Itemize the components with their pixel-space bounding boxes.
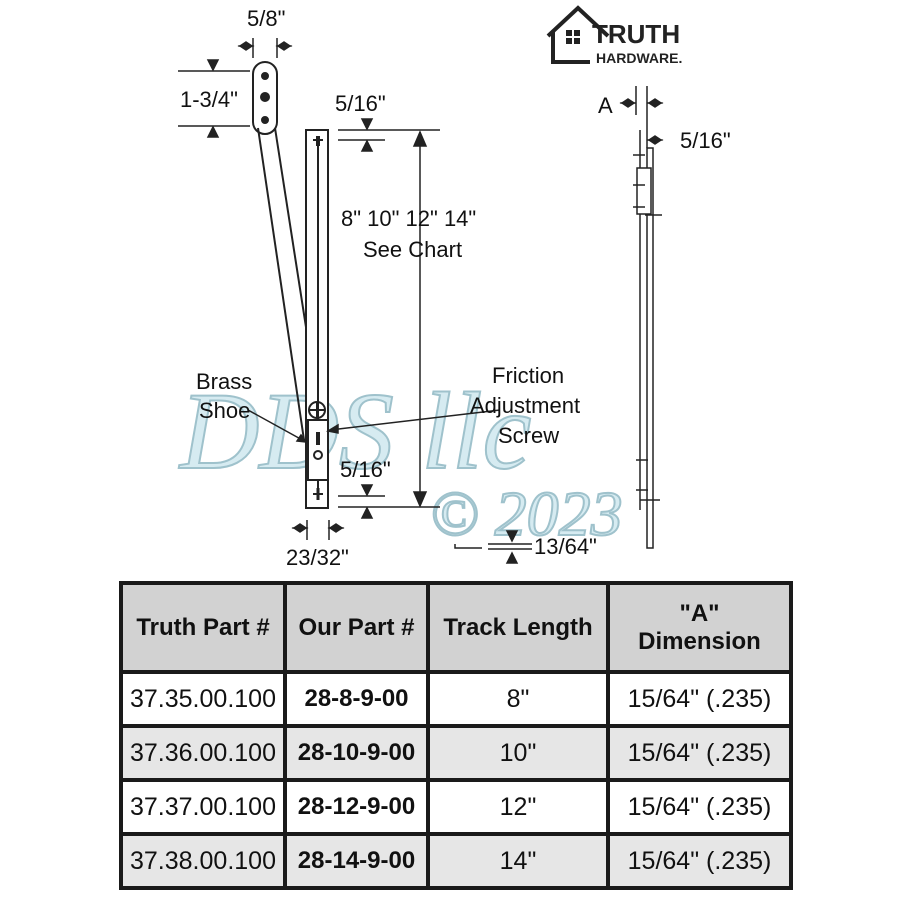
friction-label-2: Adjustment	[470, 393, 580, 418]
truth-part-cell: 37.37.00.100	[119, 778, 287, 837]
our-part-cell: 28-10-9-00	[283, 724, 430, 783]
table-header-row: Truth Part # Our Part # Track Length "A"…	[119, 580, 793, 675]
watermark: DDS llc © 2023	[177, 369, 624, 550]
a-dimension-cell: 15/64" (.235)	[606, 778, 793, 837]
logo-line2: HARDWARE.	[596, 50, 682, 66]
table-row: 37.38.00.100 28-14-9-00 14" 15/64" (.235…	[119, 832, 793, 890]
logo-line1: TRUTH	[592, 19, 680, 49]
our-part-cell: 28-8-9-00	[283, 670, 430, 729]
hinge-side-view	[454, 86, 664, 564]
truth-hardware-logo: TRUTH HARDWARE.	[546, 5, 682, 66]
friction-label-3: Screw	[498, 423, 559, 448]
truth-part-cell: 37.38.00.100	[119, 832, 287, 890]
header-track-length: Track Length	[426, 580, 610, 675]
table-row: 37.37.00.100 28-12-9-00 12" 15/64" (.235…	[119, 778, 793, 837]
truth-part-cell: 37.35.00.100	[119, 670, 287, 729]
side-offset-label: 5/16"	[680, 128, 731, 153]
diagram-labels: 5/8" 1-3/4" 5/16" 8" 10" 12" 14" See Cha…	[180, 6, 731, 570]
header-our-part: Our Part #	[283, 580, 430, 675]
table-row: 37.35.00.100 28-8-9-00 8" 15/64" (.235)	[119, 670, 793, 729]
brass-shoe-label-1: Brass	[196, 369, 252, 394]
a-dimension-cell: 15/64" (.235)	[606, 724, 793, 783]
friction-label-1: Friction	[492, 363, 564, 388]
track-length-cell: 12"	[426, 778, 610, 837]
truth-part-cell: 37.36.00.100	[119, 724, 287, 783]
height-top-label: 1-3/4"	[180, 87, 238, 112]
header-a-dimension: "A" Dimension	[606, 580, 793, 675]
offset-top-label: 5/16"	[335, 91, 386, 116]
hinge-front-view	[252, 61, 329, 509]
our-part-cell: 28-14-9-00	[283, 832, 430, 890]
a-dimension-cell: 15/64" (.235)	[606, 832, 793, 890]
width-top-label: 5/8"	[247, 6, 285, 31]
offset-bottom-label: 5/16"	[340, 457, 391, 482]
length-label-2: See Chart	[363, 237, 462, 262]
track-length-cell: 10"	[426, 724, 610, 783]
header-a-line2: Dimension	[638, 627, 761, 655]
side-a-label: A	[598, 93, 613, 118]
our-part-cell: 28-12-9-00	[283, 778, 430, 837]
watermark-line1: DDS llc	[178, 370, 531, 492]
header-a-line1: "A"	[679, 599, 720, 627]
watermark-line2: © 2023	[430, 478, 623, 549]
brass-shoe-label-2: Shoe	[199, 398, 250, 423]
dimension-lines	[178, 38, 501, 540]
hinge-diagram: DDS llc © 2023 TRUTH HARDWARE.	[177, 5, 731, 570]
thickness-label: 13/64"	[534, 534, 597, 559]
header-truth-part: Truth Part #	[119, 580, 287, 675]
length-label-1: 8" 10" 12" 14"	[341, 206, 476, 231]
table-row: 37.36.00.100 28-10-9-00 10" 15/64" (.235…	[119, 724, 793, 783]
track-length-cell: 8"	[426, 670, 610, 729]
track-length-cell: 14"	[426, 832, 610, 890]
width-bottom-label: 23/32"	[286, 545, 349, 570]
part-spec-table: Truth Part # Our Part # Track Length "A"…	[119, 580, 793, 890]
a-dimension-cell: 15/64" (.235)	[606, 670, 793, 729]
